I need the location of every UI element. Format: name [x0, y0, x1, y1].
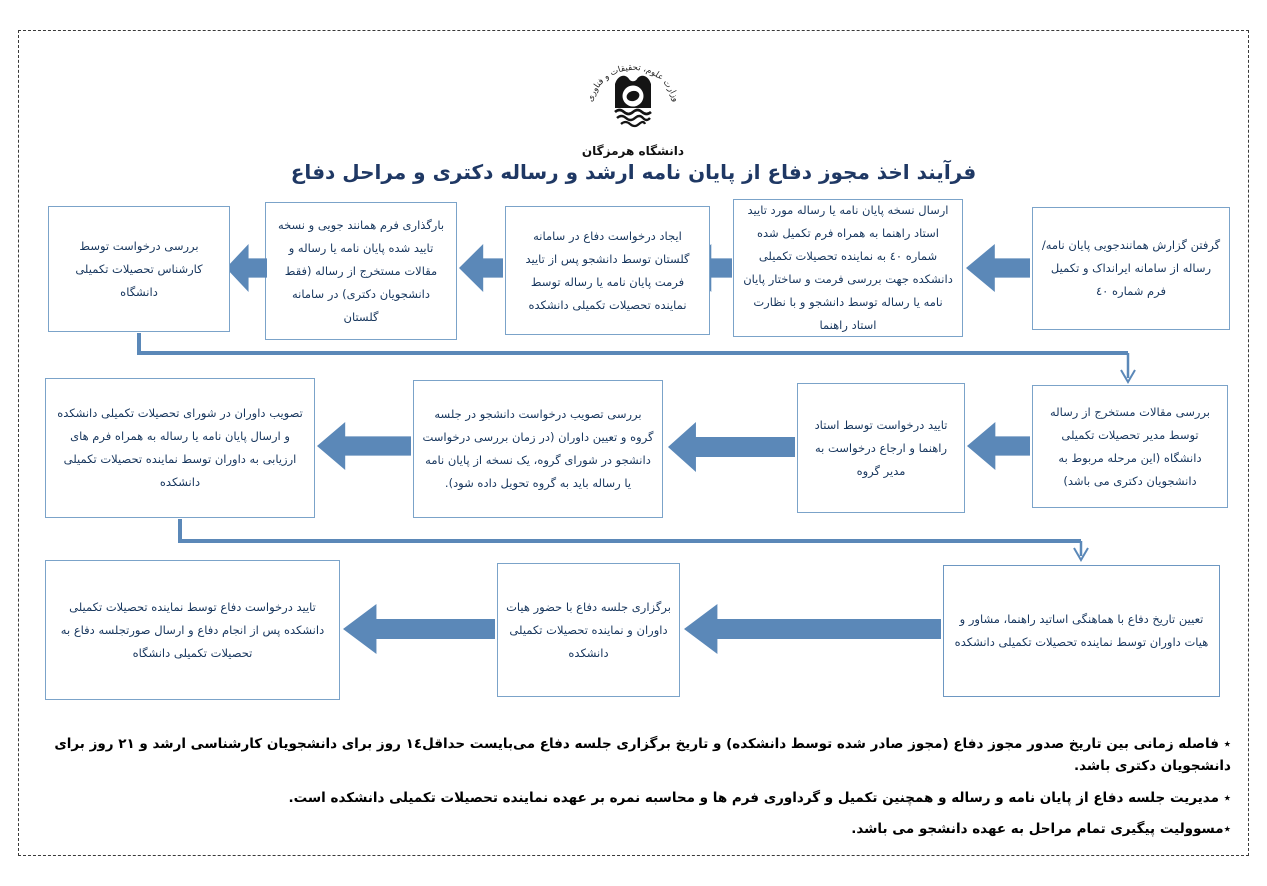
flow-arrow-left-icon: [684, 604, 941, 654]
flow-box-step7: تایید درخواست توسط استاد راهنما و ارجاع …: [797, 383, 965, 513]
flow-arrow-left-icon: [343, 604, 495, 654]
flow-arrow-left-icon: [459, 244, 503, 292]
flow-box-step10: تعیین تاریخ دفاع با هماهنگی اساتید راهنم…: [943, 565, 1220, 697]
flow-arrow-left-icon: [226, 244, 267, 292]
flow-box-step6: بررسی مقالات مستخرج از رساله توسط مدیر ت…: [1032, 385, 1228, 508]
note-line: ٭مسوولیت پیگیری تمام مراحل به عهده دانشج…: [851, 820, 1231, 837]
page-title: فرآیند اخذ مجوز دفاع از پایان نامه ارشد …: [290, 160, 977, 184]
university-name: دانشگاه هرمزگان: [581, 144, 685, 158]
flow-box-step2: ارسال نسخه پایان نامه یا رساله مورد تایی…: [733, 199, 963, 337]
flow-box-step5: بررسی درخواست توسط کارشناس تحصیلات تکمیل…: [48, 206, 230, 332]
footer-notes: ٭ فاصله زمانی بین تاریخ صدور مجوز دفاع (…: [40, 733, 1231, 849]
flow-box-step11: برگزاری جلسه دفاع با حضور هیات داوران و …: [497, 563, 680, 697]
university-logo: وزارت علوم، تحقیقات و فناوری دانشگاه هرم…: [558, 46, 708, 158]
note-line: ٭ فاصله زمانی بین تاریخ صدور مجوز دفاع (…: [54, 736, 1231, 775]
flow-arrow-left-icon: [967, 422, 1030, 470]
flow-box-step3: ایجاد درخواست دفاع در سامانه گلستان توسط…: [505, 206, 710, 335]
flow-box-step1: گرفتن گزارش همانندجویی پایان نامه/ رساله…: [1032, 207, 1230, 330]
arrowhead-down-icon: [1120, 369, 1136, 384]
note-line: ٭ مدیریت جلسه دفاع از پایان نامه و رساله…: [288, 789, 1231, 806]
flow-box-step12: تایید درخواست دفاع توسط نماینده تحصیلات …: [45, 560, 340, 700]
flow-box-step4: بارگذاری فرم همانند جویی و نسخه تایید شد…: [265, 202, 457, 340]
university-emblem-icon: وزارت علوم، تحقیقات و فناوری: [585, 63, 681, 128]
flow-arrow-left-icon: [668, 422, 795, 472]
flow-box-step9: تصویب داوران در شورای تحصیلات تکمیلی دان…: [45, 378, 315, 518]
flow-arrow-left-icon: [317, 422, 411, 470]
arrowhead-down-icon: [1073, 547, 1089, 562]
flow-box-step8: بررسی تصویب درخواست دانشجو در جلسه گروه …: [413, 380, 663, 518]
flow-arrow-left-icon: [966, 244, 1030, 292]
